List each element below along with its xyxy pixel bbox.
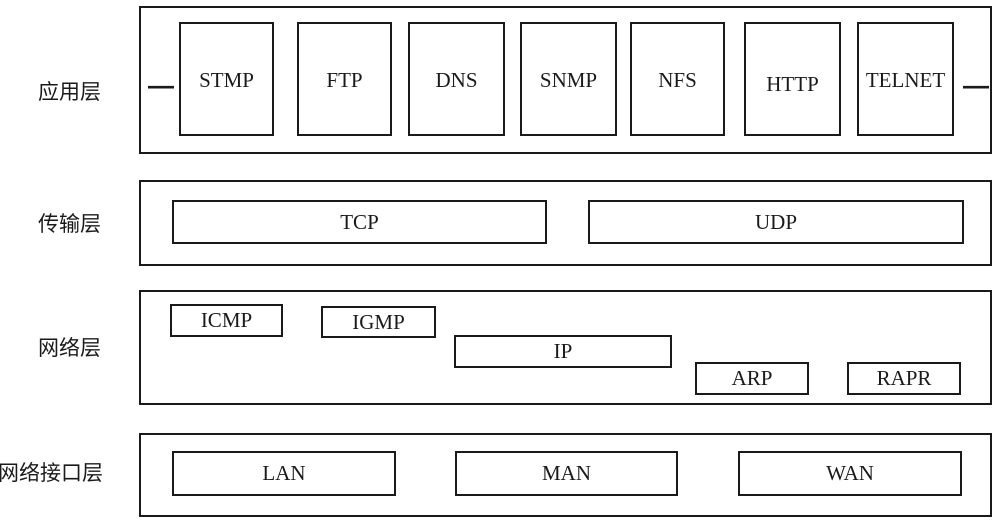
protocol-ftp: FTP bbox=[297, 22, 392, 136]
protocol-igmp: IGMP bbox=[321, 306, 436, 338]
protocol-snmp-label: SNMP bbox=[539, 68, 598, 92]
protocol-tcp-label: TCP bbox=[340, 209, 379, 234]
protocol-arp-label: ARP bbox=[731, 366, 773, 390]
protocol-snmp: SNMP bbox=[520, 22, 617, 136]
application-left-dash: — bbox=[148, 70, 174, 100]
protocol-man-label: MAN bbox=[541, 461, 591, 485]
interface-layer-label: 网络接口层 bbox=[0, 461, 103, 485]
network-layer-label: 网络层 bbox=[38, 336, 101, 360]
protocol-dns-label: DNS bbox=[435, 68, 478, 92]
protocol-dns: DNS bbox=[408, 22, 505, 136]
protocol-telnet-label: TELNET bbox=[865, 68, 946, 92]
application-right-dash: — bbox=[963, 70, 989, 100]
protocol-icmp: ICMP bbox=[170, 304, 283, 337]
protocol-igmp-label: IGMP bbox=[352, 309, 405, 334]
protocol-udp-label: UDP bbox=[754, 209, 797, 234]
transport-layer-label: 传输层 bbox=[38, 212, 101, 236]
protocol-lan: LAN bbox=[172, 451, 396, 496]
protocol-telnet: TELNET bbox=[857, 22, 954, 136]
application-layer-label: 应用层 bbox=[38, 80, 101, 104]
protocol-arp: ARP bbox=[695, 362, 809, 395]
protocol-wan-label: WAN bbox=[826, 461, 874, 485]
protocol-icmp-label: ICMP bbox=[200, 308, 253, 332]
protocol-nfs-label: NFS bbox=[658, 68, 697, 92]
protocol-lan-label: LAN bbox=[262, 461, 306, 485]
protocol-http: HTTP bbox=[744, 22, 841, 136]
protocol-udp: UDP bbox=[588, 200, 964, 244]
protocol-wan: WAN bbox=[738, 451, 962, 496]
protocol-nfs: NFS bbox=[630, 22, 725, 136]
protocol-rapr-label: RAPR bbox=[876, 366, 932, 390]
protocol-man: MAN bbox=[455, 451, 678, 496]
protocol-stmp: STMP bbox=[179, 22, 274, 136]
protocol-ip-label: IP bbox=[553, 339, 573, 363]
protocol-stmp-label: STMP bbox=[199, 68, 254, 92]
protocol-http-label: HTTP bbox=[766, 72, 819, 96]
protocol-tcp: TCP bbox=[172, 200, 547, 244]
protocol-ftp-label: FTP bbox=[326, 68, 363, 92]
protocol-rapr: RAPR bbox=[847, 362, 961, 395]
protocol-ip: IP bbox=[454, 335, 672, 368]
